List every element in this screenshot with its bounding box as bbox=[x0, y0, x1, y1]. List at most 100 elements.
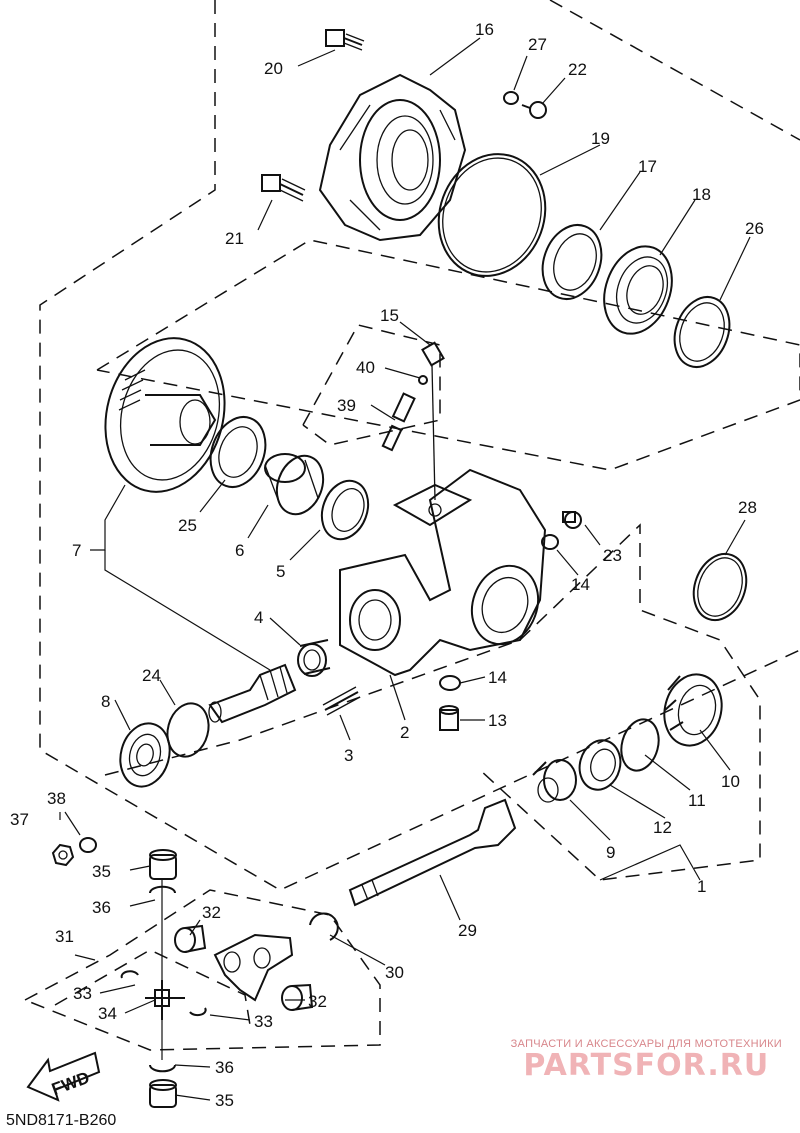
diagram-reference-code: 5ND8171-B260 bbox=[6, 1112, 117, 1129]
callout-21: 21 bbox=[225, 229, 244, 248]
callout-12: 12 bbox=[653, 818, 672, 837]
callout-18: 18 bbox=[692, 185, 711, 204]
bearing-cup-35-bottom bbox=[149, 1079, 177, 1108]
bearing-4 bbox=[297, 639, 331, 677]
screw-22 bbox=[521, 101, 547, 119]
callout-35-upper: 35 bbox=[92, 862, 111, 881]
stud-3 bbox=[322, 686, 361, 716]
callout-2: 2 bbox=[400, 723, 409, 742]
callout-29: 29 bbox=[458, 921, 477, 940]
callout-26: 26 bbox=[745, 219, 764, 238]
o-ring-28 bbox=[692, 552, 748, 622]
assembly-outlines bbox=[24, 0, 800, 1051]
breather-15 bbox=[421, 341, 445, 501]
washer-27 bbox=[503, 91, 519, 105]
callout-5: 5 bbox=[276, 562, 285, 581]
drive-shaft-29 bbox=[348, 798, 517, 907]
o-ring-19 bbox=[437, 153, 547, 277]
watermark: ЗАПЧАСТИ И АКСЕССУАРЫ ДЛЯ МОТОТЕХНИКИ PA… bbox=[511, 1038, 782, 1083]
circlip-30 bbox=[309, 912, 339, 941]
callout-34: 34 bbox=[98, 1004, 117, 1023]
bearing-housing-cover bbox=[318, 73, 467, 242]
callout-36-upper: 36 bbox=[92, 898, 111, 917]
callout-13: 13 bbox=[488, 711, 507, 730]
coupling-gear-10 bbox=[663, 673, 723, 747]
spider-34 bbox=[145, 980, 185, 1020]
bearing-25 bbox=[209, 416, 267, 488]
callout-27: 27 bbox=[528, 35, 547, 54]
callout-25: 25 bbox=[178, 516, 197, 535]
gear-case-2 bbox=[339, 468, 547, 677]
callout-labels: 1 2 3 4 5 6 7 8 9 10 11 12 13 14 14 15 1… bbox=[10, 20, 764, 1110]
circlip-33-right bbox=[189, 1007, 207, 1017]
universal-joint-yoke-31 bbox=[213, 933, 294, 1002]
oil-seal-5 bbox=[320, 479, 370, 541]
washer-14-upper bbox=[541, 534, 559, 550]
callout-20: 20 bbox=[264, 59, 283, 78]
callout-31: 31 bbox=[55, 927, 74, 946]
callout-28: 28 bbox=[738, 498, 757, 517]
pin-39 bbox=[381, 392, 416, 452]
plug-23 bbox=[562, 511, 582, 529]
bearing-32-upper bbox=[174, 924, 207, 953]
callout-19: 19 bbox=[591, 129, 610, 148]
bearing-8 bbox=[119, 722, 171, 788]
bearing-6 bbox=[264, 453, 325, 516]
callout-32-lower: 32 bbox=[308, 992, 327, 1011]
o-ring-24 bbox=[166, 702, 210, 758]
callout-15: 15 bbox=[380, 306, 399, 325]
bearing-32-lower bbox=[281, 983, 314, 1011]
callout-17: 17 bbox=[638, 157, 657, 176]
washer-38 bbox=[79, 837, 97, 853]
watermark-tagline: ЗАПЧАСТИ И АКСЕССУАРЫ ДЛЯ МОТОТЕХНИКИ bbox=[510, 1038, 782, 1050]
parts bbox=[26, 29, 748, 1108]
callout-36-lower: 36 bbox=[215, 1058, 234, 1077]
callout-39: 39 bbox=[337, 396, 356, 415]
callout-38: 38 bbox=[47, 789, 66, 808]
oil-seal-17 bbox=[541, 224, 603, 300]
callout-22: 22 bbox=[568, 60, 587, 79]
watermark-brand: PARTSFOR.RU bbox=[523, 1048, 770, 1083]
callout-6: 6 bbox=[235, 541, 244, 560]
circlip-36-bottom bbox=[149, 1064, 176, 1073]
circlip-36-top bbox=[149, 885, 176, 894]
callout-40: 40 bbox=[356, 358, 375, 377]
o-ring-11 bbox=[620, 718, 660, 772]
bearing-cup-35-top bbox=[149, 849, 177, 880]
callout-33-right: 33 bbox=[254, 1012, 273, 1031]
forward-arrow-icon bbox=[26, 1051, 101, 1102]
circlip-33-left bbox=[120, 970, 139, 979]
ring-gear-7 bbox=[104, 337, 226, 493]
clip-40 bbox=[418, 375, 428, 385]
bearing-18 bbox=[603, 245, 673, 335]
callout-16: 16 bbox=[475, 20, 494, 39]
callout-33-left: 33 bbox=[73, 984, 92, 1003]
bushing-9 bbox=[532, 759, 577, 803]
bolt-20 bbox=[325, 29, 365, 51]
callout-14-lower: 14 bbox=[488, 668, 507, 687]
leader-lines bbox=[59, 37, 751, 1101]
nut-37 bbox=[51, 843, 75, 867]
callout-8: 8 bbox=[101, 692, 110, 711]
callout-11: 11 bbox=[688, 791, 706, 810]
callout-14-upper: 14 bbox=[571, 575, 590, 594]
oil-seal-12 bbox=[578, 739, 622, 791]
drain-bolt-13 bbox=[439, 705, 459, 731]
pinion-gear bbox=[208, 663, 297, 724]
callout-23: 23 bbox=[603, 546, 622, 565]
callout-1: 1 bbox=[697, 877, 706, 896]
callout-30: 30 bbox=[385, 963, 404, 982]
callout-24: 24 bbox=[142, 666, 161, 685]
shim-26 bbox=[673, 296, 731, 368]
callout-3: 3 bbox=[344, 746, 353, 765]
bolt-21 bbox=[261, 174, 306, 202]
callout-9: 9 bbox=[606, 843, 615, 862]
callout-4: 4 bbox=[254, 608, 263, 627]
callout-32-upper: 32 bbox=[202, 903, 221, 922]
callout-37: 37 bbox=[10, 810, 29, 829]
callout-10: 10 bbox=[721, 772, 740, 791]
washer-14-lower bbox=[439, 675, 461, 691]
callout-7: 7 bbox=[72, 541, 81, 560]
callout-35-lower: 35 bbox=[215, 1091, 234, 1110]
